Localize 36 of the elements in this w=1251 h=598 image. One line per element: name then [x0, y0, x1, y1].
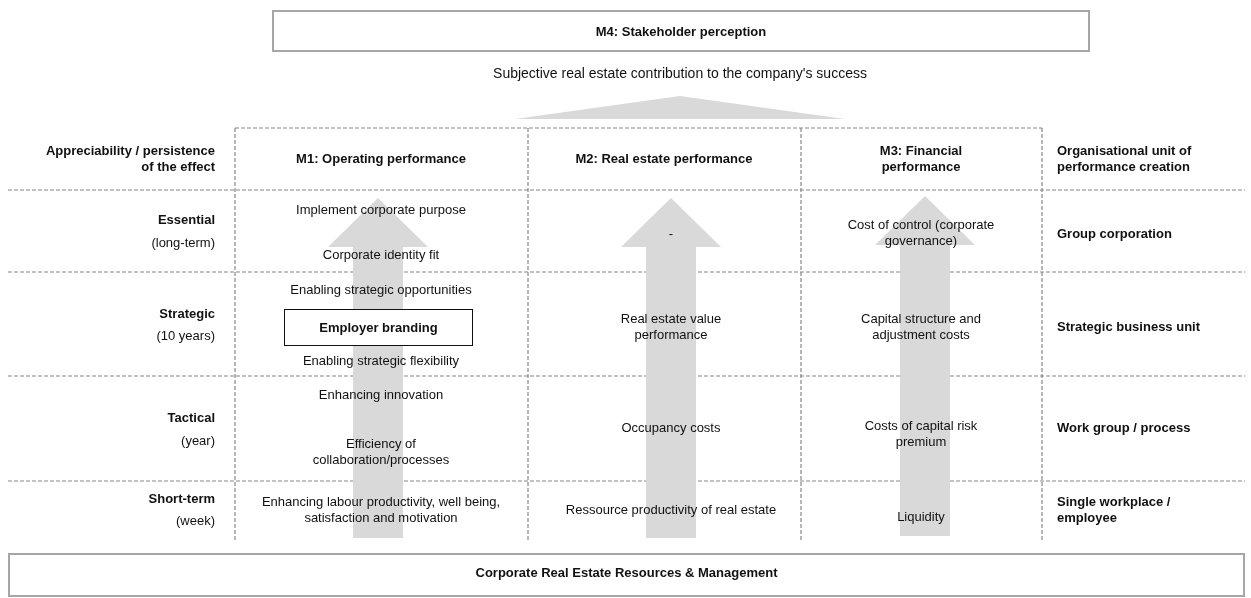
cell-text: Implement corporate purpose — [295, 202, 467, 218]
cell-text: Capital structure and adjustment costs — [860, 311, 982, 343]
row-subheader: (10 years) — [155, 328, 215, 344]
row-header: Short-term — [147, 491, 215, 507]
cell-text: Enabling strategic flexibility — [301, 353, 461, 369]
column-header: M2: Real estate performance — [574, 151, 754, 167]
cell-text: Costs of capital risk premium — [863, 418, 979, 450]
row-unit-label: Single workplace / employee — [1057, 494, 1172, 526]
column-header: M1: Operating performance — [295, 151, 467, 167]
row-unit-label: Strategic business unit — [1057, 319, 1202, 335]
row-subheader: (long-term) — [150, 235, 215, 251]
cell-text: Efficiency of collaboration/processes — [311, 436, 451, 468]
row-subheader: (year) — [180, 433, 215, 449]
header-box: M4: Stakeholder perception — [272, 10, 1090, 52]
row-header: Essential — [156, 212, 215, 228]
cell-text: - — [667, 226, 675, 242]
row-header: Tactical — [166, 410, 215, 426]
cell-text: Enabling strategic opportunities — [289, 282, 473, 298]
row-unit-label: Work group / process — [1057, 420, 1192, 436]
row-unit-label: Group corporation — [1057, 226, 1173, 242]
cell-text: Enhancing labour productivity, well being, satisfaction and motivation — [260, 494, 502, 526]
cell-text: Enhancing innovation — [317, 387, 445, 403]
subtitle: Subjective real estate contribution to the company's success — [492, 65, 868, 81]
cell-text: Corporate identity fit — [321, 247, 441, 263]
cell-text: Liquidity — [896, 509, 946, 525]
cell-text: Occupancy costs — [620, 420, 722, 436]
column-header: M3: Financial performance — [878, 143, 964, 175]
row-subheader: (week) — [175, 513, 215, 529]
column-header: Organisational unit of performance creation — [1057, 143, 1193, 175]
row-header: Strategic — [158, 306, 215, 322]
column-header: Appreciability / persistence of the effect — [44, 143, 215, 175]
cell-text: Cost of control (corporate governance) — [846, 217, 996, 249]
foundation-box: Corporate Real Estate Resources & Management — [8, 553, 1245, 597]
cell-text: Ressource productivity of real estate — [564, 502, 778, 518]
cell-text: Real estate value performance — [619, 311, 723, 343]
highlight-box: Employer branding — [284, 309, 473, 346]
